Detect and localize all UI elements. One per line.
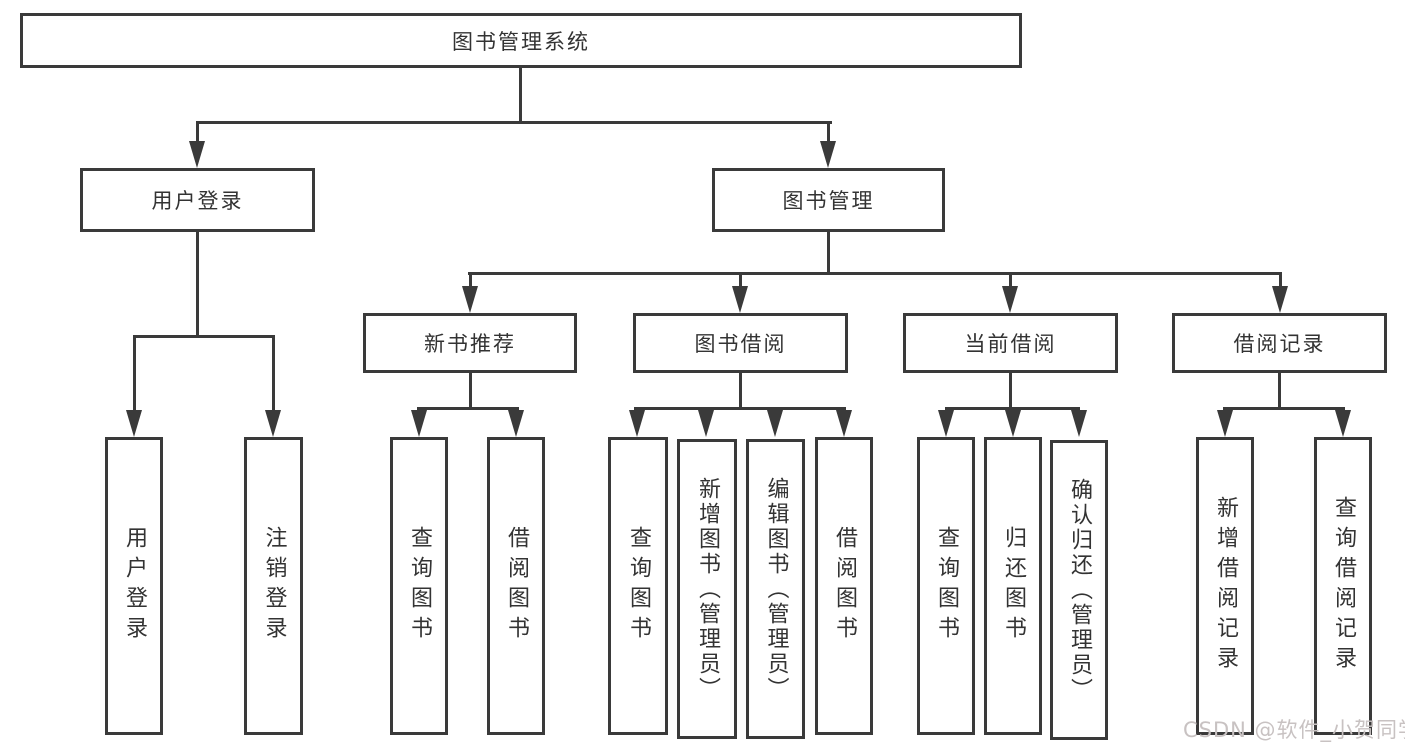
node-book-borrowing: 图书借阅 xyxy=(633,313,848,373)
arrowhead-icon xyxy=(1217,410,1233,437)
node-book-management: 图书管理 xyxy=(712,168,945,232)
node-label: 查询借阅记录 xyxy=(1331,496,1356,676)
node-label: 当前借阅 xyxy=(964,332,1057,356)
leaf-user-login: 用户登录 xyxy=(105,437,163,735)
node-new-book-recommend: 新书推荐 xyxy=(363,313,577,373)
arrowhead-icon xyxy=(462,286,478,313)
leaf-return-books: 归还图书 xyxy=(984,437,1042,735)
connector xyxy=(827,121,830,143)
node-label: 查询图书 xyxy=(407,526,432,646)
node-library-management-system: 图书管理系统 xyxy=(20,13,1022,68)
connector xyxy=(1278,371,1281,409)
node-label: 查询图书 xyxy=(934,526,959,646)
node-label: 编辑图书（管理员） xyxy=(763,476,789,702)
node-label: 用户登录 xyxy=(122,526,147,646)
connector xyxy=(196,230,199,337)
arrowhead-icon xyxy=(836,410,852,437)
node-label: 归还图书 xyxy=(1001,526,1026,646)
node-label: 借阅图书 xyxy=(832,526,857,646)
node-label: 借阅记录 xyxy=(1233,332,1326,356)
connector xyxy=(739,371,742,409)
node-label: 图书借阅 xyxy=(694,332,787,356)
connector xyxy=(417,407,519,410)
leaf-borrow-books: 借阅图书 xyxy=(815,437,873,735)
arrowhead-icon xyxy=(1335,410,1351,437)
connector xyxy=(468,272,1281,275)
leaf-query-books-current: 查询图书 xyxy=(917,437,975,735)
arrowhead-icon xyxy=(820,141,836,168)
connector xyxy=(196,121,832,124)
arrowhead-icon xyxy=(508,410,524,437)
csdn-watermark: CSDN @软件_小贺同学 xyxy=(1183,718,1405,742)
arrowhead-icon xyxy=(938,410,954,437)
arrowhead-icon xyxy=(1005,410,1021,437)
connector xyxy=(469,272,472,289)
node-borrowing-records: 借阅记录 xyxy=(1172,313,1387,373)
node-label: 用户登录 xyxy=(151,189,244,213)
connector xyxy=(519,66,522,121)
arrowhead-icon xyxy=(1071,410,1087,437)
arrowhead-icon xyxy=(189,141,205,168)
arrowhead-icon xyxy=(126,410,142,437)
leaf-query-books-recommend: 查询图书 xyxy=(390,437,448,735)
node-label: 新书推荐 xyxy=(424,332,516,356)
connector xyxy=(469,371,472,409)
connector xyxy=(272,335,275,413)
connector xyxy=(1279,272,1282,289)
connector xyxy=(1223,407,1345,410)
node-user-login: 用户登录 xyxy=(80,168,315,232)
connector xyxy=(1009,371,1012,409)
leaf-logout: 注销登录 xyxy=(244,437,303,735)
node-label: 图书管理系统 xyxy=(452,29,590,54)
arrowhead-icon xyxy=(1272,286,1288,313)
leaf-query-borrow-record: 查询借阅记录 xyxy=(1314,437,1372,735)
arrowhead-icon xyxy=(265,410,281,437)
connector xyxy=(1009,272,1012,289)
leaf-add-borrow-record: 新增借阅记录 xyxy=(1196,437,1254,735)
leaf-query-books: 查询图书 xyxy=(608,437,668,735)
connector xyxy=(133,335,136,413)
arrowhead-icon xyxy=(732,286,748,313)
connector xyxy=(739,272,742,289)
connector xyxy=(634,407,846,410)
connector xyxy=(945,407,1080,410)
node-current-borrowing: 当前借阅 xyxy=(903,313,1118,373)
leaf-add-books-admin: 新增图书（管理员） xyxy=(677,439,737,739)
leaf-edit-books-admin: 编辑图书（管理员） xyxy=(746,439,805,739)
arrowhead-icon xyxy=(411,410,427,437)
node-label: 查询图书 xyxy=(626,526,651,646)
node-label: 新增图书（管理员） xyxy=(695,476,720,702)
arrowhead-icon xyxy=(698,410,714,437)
connector xyxy=(133,335,275,338)
leaf-borrow-books-recommend: 借阅图书 xyxy=(487,437,545,735)
node-label: 图书管理 xyxy=(782,189,875,213)
connector xyxy=(196,121,199,143)
node-label: 注销登录 xyxy=(261,526,287,646)
arrowhead-icon xyxy=(767,410,783,437)
leaf-confirm-return-admin: 确认归还（管理员） xyxy=(1050,440,1108,740)
node-label: 确认归还（管理员） xyxy=(1067,477,1092,703)
arrowhead-icon xyxy=(1002,286,1018,313)
connector xyxy=(827,230,830,274)
node-label: 新增借阅记录 xyxy=(1213,496,1238,676)
arrowhead-icon xyxy=(629,410,645,437)
node-label: 借阅图书 xyxy=(504,526,529,646)
